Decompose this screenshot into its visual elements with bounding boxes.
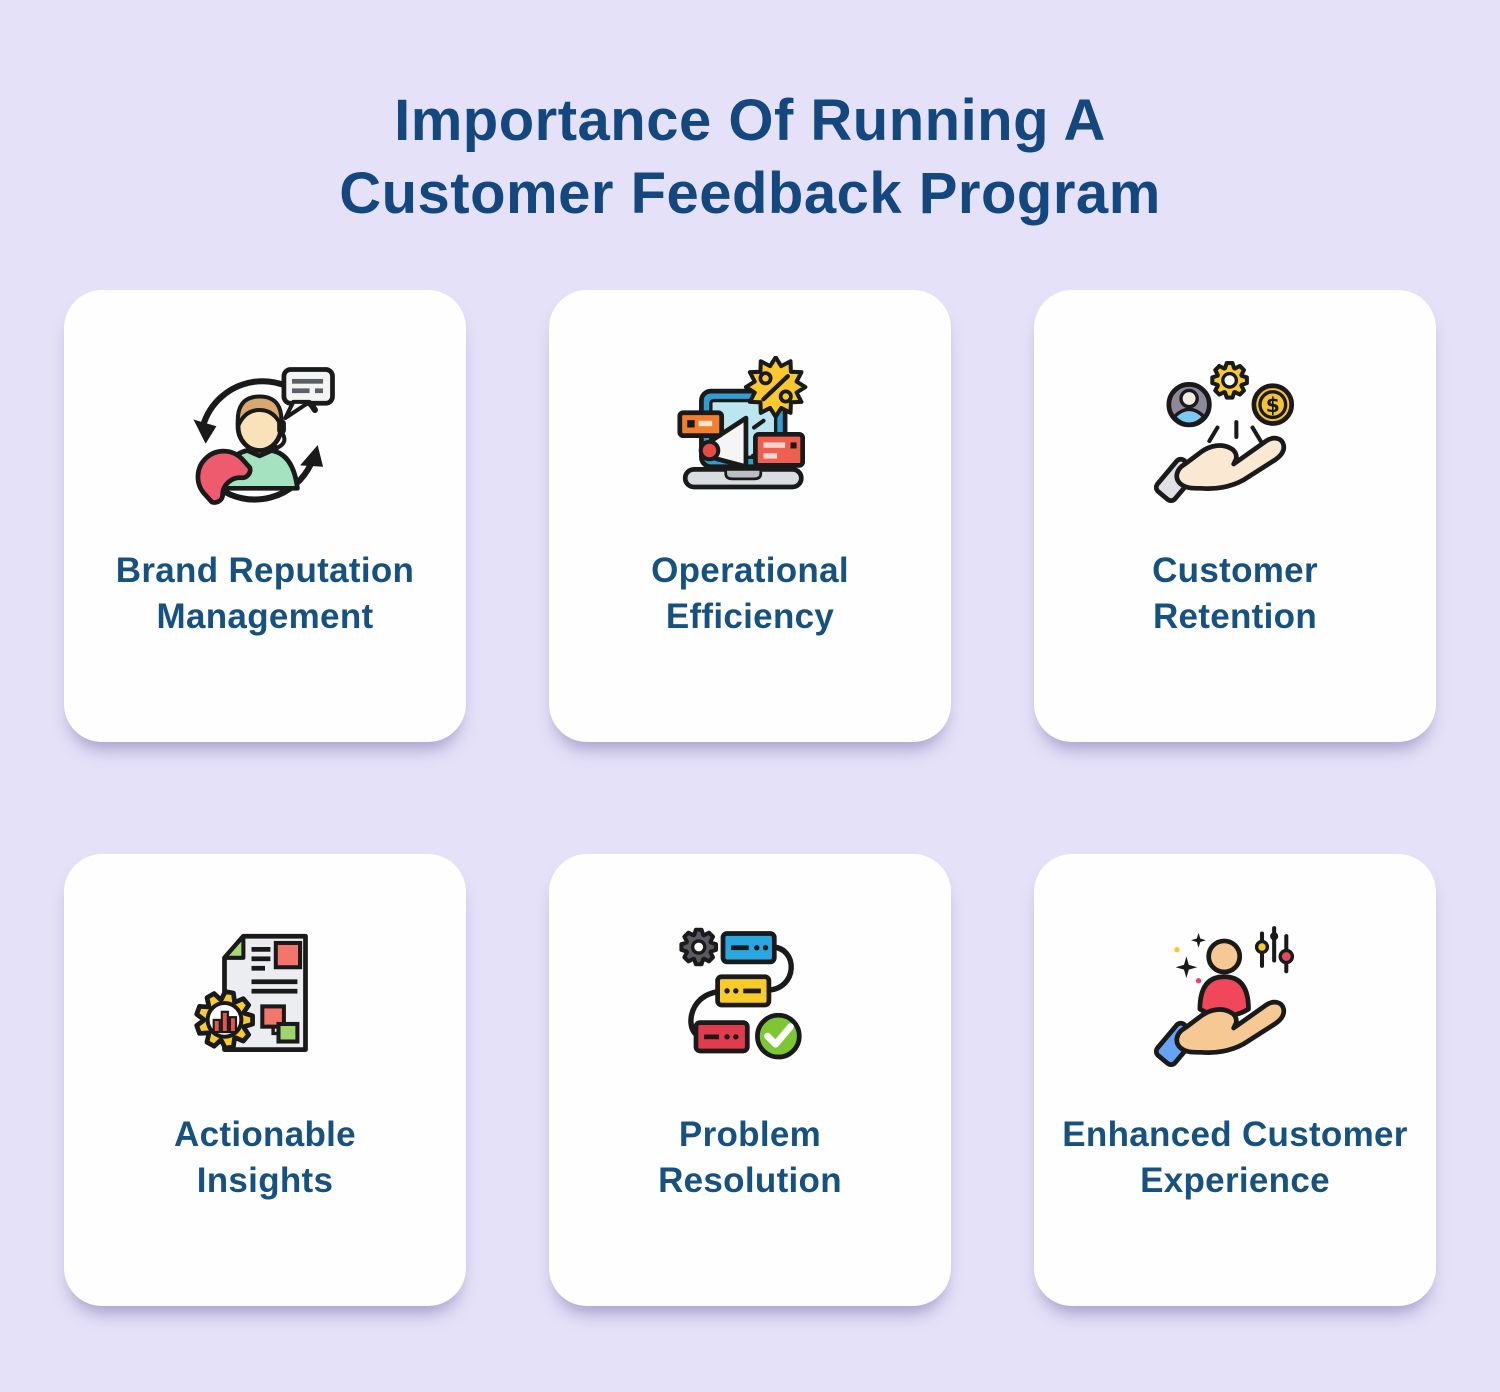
card-grid: Brand Reputation Management [0, 290, 1500, 1307]
card-label-line: Actionable [174, 1115, 356, 1155]
card-actionable-insights: Actionable Insights [64, 854, 466, 1307]
card-enhanced-customer-experience: Enhanced Customer Experience [1034, 854, 1436, 1307]
card-label-line: Efficiency [665, 596, 835, 636]
card-label-line: Management [156, 596, 374, 636]
card-label-line: Experience [1140, 1160, 1330, 1200]
card-label: Brand Reputation Management [116, 548, 414, 639]
card-brand-reputation-management: Brand Reputation Management [64, 290, 466, 743]
workflow-check-icon [669, 920, 831, 1082]
card-label: Actionable Insights [174, 1112, 356, 1203]
card-problem-resolution: Problem Resolution [549, 854, 951, 1307]
page-title-line: Customer Feedback Program [339, 161, 1161, 227]
card-label: Problem Resolution [658, 1112, 842, 1203]
svg-text:$: $ [1266, 393, 1280, 417]
card-operational-efficiency: Operational Efficiency [549, 290, 951, 743]
marketing-laptop-icon [669, 356, 831, 518]
hand-person-sliders-icon [1154, 920, 1316, 1082]
page-title-line: Importance Of Running A [394, 88, 1106, 153]
card-label: Operational Efficiency [651, 548, 849, 639]
card-label-line: Enhanced Customer [1062, 1115, 1408, 1155]
card-label-line: Retention [1152, 596, 1318, 636]
card-label-line: Insights [196, 1160, 334, 1200]
card-label-line: Resolution [658, 1160, 842, 1200]
customer-support-icon [184, 356, 346, 518]
page-title: Importance Of Running A Customer Feedbac… [0, 0, 1500, 230]
card-label-line: Operational [651, 551, 849, 591]
card-label: Enhanced Customer Experience [1062, 1112, 1407, 1203]
card-label-line: Problem [678, 1115, 822, 1155]
hand-customer-value-icon: $ [1154, 356, 1316, 518]
card-label: Customer Retention [1152, 548, 1318, 639]
card-label-line: Brand Reputation [115, 551, 415, 591]
report-gear-chart-icon [184, 920, 346, 1082]
card-label-line: Customer [1152, 551, 1318, 591]
card-customer-retention: $ Customer Retention [1034, 290, 1436, 743]
